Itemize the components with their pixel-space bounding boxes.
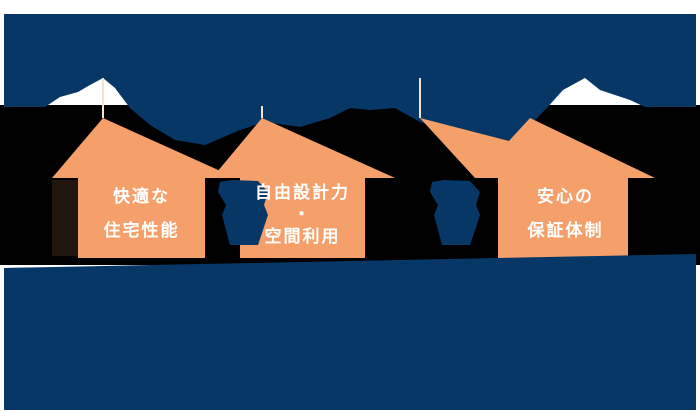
house-2-line2: 空間利用 xyxy=(264,227,341,247)
house-1-line1: 快適な xyxy=(113,187,170,207)
house-3-line2: 保証体制 xyxy=(527,221,604,241)
house-3-label: 安心の 保証体制 xyxy=(503,180,628,248)
top-margin xyxy=(0,0,700,14)
house-2-line1: 自由設計力 xyxy=(255,183,350,203)
connector-2 xyxy=(430,180,480,245)
bottom-margin xyxy=(0,410,700,418)
house-1-label: 快適な 住宅性能 xyxy=(78,180,205,248)
house-3 xyxy=(420,118,655,258)
house-1 xyxy=(52,118,236,258)
house-2-label: 自由設計力 ・ 空間利用 xyxy=(240,182,365,248)
connector-1 xyxy=(218,180,268,245)
house-2-separator: ・ xyxy=(293,205,312,225)
house-1-line2: 住宅性能 xyxy=(103,221,180,241)
house-3-line1: 安心の xyxy=(537,187,594,207)
top-banner xyxy=(4,14,696,145)
